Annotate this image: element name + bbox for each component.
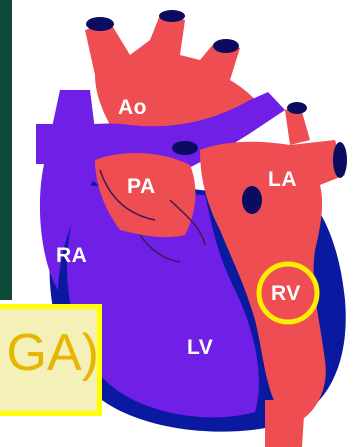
vessel-cap-2 [159, 10, 185, 22]
label-ao: Ao [118, 96, 147, 120]
label-pa: PA [127, 175, 156, 199]
vessel-cap-3 [213, 39, 239, 53]
vessel-cap-5 [333, 142, 347, 178]
descending-vessel [265, 400, 305, 447]
vessel-cap-7 [172, 141, 198, 155]
vessel-cap-6 [242, 186, 262, 214]
label-rv: RV [271, 282, 301, 306]
caption-box: GA) [0, 304, 102, 416]
label-la: LA [268, 168, 297, 192]
vessel-cap-1 [86, 17, 114, 31]
label-lv: LV [187, 336, 213, 360]
vessel-cap-4 [287, 102, 307, 114]
caption-fragment: GA) [7, 327, 99, 379]
label-ra: RA [56, 244, 87, 268]
